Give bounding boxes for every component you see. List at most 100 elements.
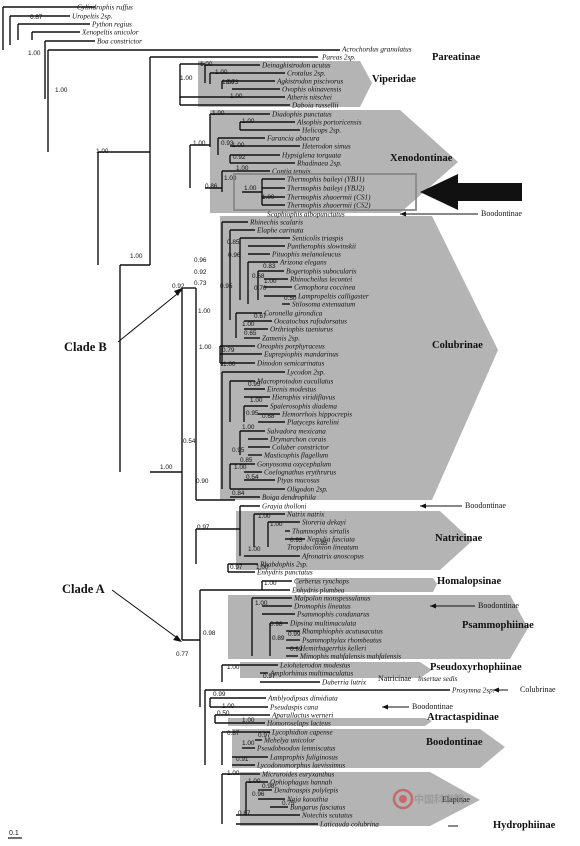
subfamily-labels: PareatinaeViperidaeXenodontinaeColubrina… bbox=[372, 52, 556, 831]
support-value: 0.89 bbox=[272, 635, 285, 642]
support-value: 0.99 bbox=[213, 691, 226, 698]
clade-a-arrowhead bbox=[173, 635, 182, 642]
support-value: 0.87 bbox=[30, 14, 43, 21]
taxon-label: Amblyodipsas dimidiata bbox=[267, 695, 338, 703]
support-value: 1.00 bbox=[180, 75, 193, 82]
support-value: 0.73 bbox=[226, 79, 239, 86]
taxon-label: Cylindrophis ruffus bbox=[77, 4, 133, 12]
support-value: 0.96 bbox=[194, 257, 207, 264]
taxon-label: Hypsiglena torquata bbox=[281, 152, 341, 160]
support-value: 0.87 bbox=[227, 730, 240, 737]
annotation-arrow-head bbox=[493, 687, 499, 693]
support-value: 1.00 bbox=[256, 564, 269, 571]
subfamily-shade-8 bbox=[232, 729, 505, 768]
taxon-label: Hemirhagerrhis kelleri bbox=[299, 645, 366, 653]
support-value: 1.00 bbox=[258, 513, 271, 520]
support-value: 0.77 bbox=[176, 651, 189, 658]
taxon-label: Zamenis 2sp. bbox=[262, 335, 300, 343]
subfamily-shade-1 bbox=[210, 110, 458, 213]
taxon-label: Nerodia fasciata bbox=[306, 536, 355, 544]
support-value: 0.83 bbox=[263, 263, 276, 270]
clade-b-arrow bbox=[117, 289, 183, 343]
taxon-label: Drymarchon corais bbox=[269, 436, 326, 444]
taxon-label: Coelognathus erythrurus bbox=[264, 469, 336, 477]
taxon-label: Oligodon 2sp. bbox=[287, 486, 328, 494]
clade-label: Clade A bbox=[62, 582, 105, 596]
support-value: 0.99 bbox=[290, 646, 303, 653]
clade-b-arrowhead bbox=[174, 288, 182, 296]
subfamily-label: Pseudoxyrhophiinae bbox=[430, 662, 522, 673]
subfamily-label: Viperidae bbox=[372, 74, 416, 85]
watermark-logo-icon bbox=[392, 788, 414, 810]
taxon-label: Enhydris punctatus bbox=[256, 569, 313, 577]
annotation-label: Boodontinae bbox=[465, 501, 506, 510]
subfamily-shade-3 bbox=[236, 511, 472, 570]
support-value: 1.00 bbox=[242, 740, 255, 747]
subfamily-shade-4 bbox=[296, 578, 437, 592]
thermophis-pointer-arrow bbox=[420, 174, 522, 210]
support-value: 0.97 bbox=[197, 524, 210, 531]
support-value: 0.73 bbox=[194, 280, 207, 287]
support-value: 0.92 bbox=[233, 154, 246, 161]
support-value: 1.00 bbox=[242, 118, 255, 125]
support-value: 0.98 bbox=[270, 621, 283, 628]
support-value: 1.00 bbox=[55, 87, 68, 94]
support-value: 0.75 bbox=[282, 800, 295, 807]
taxon-label: Lampropeltis calligaster bbox=[297, 293, 369, 301]
support-value: 0.70 bbox=[254, 285, 267, 292]
annotation-label: Boodontinae bbox=[478, 601, 519, 610]
subfamily-shading bbox=[198, 61, 528, 826]
support-value: 0.85 bbox=[240, 457, 253, 464]
taxon-label: Pseudoboodon lemniscatus bbox=[256, 745, 336, 753]
watermark-text: 中国科学院 bbox=[414, 793, 464, 806]
support-value: 0.87 bbox=[238, 810, 251, 817]
taxon-label: Psammophis condanarus bbox=[296, 611, 370, 619]
support-value: 1.00 bbox=[199, 344, 212, 351]
support-value: 1.00 bbox=[250, 397, 263, 404]
support-value: 0.97 bbox=[230, 564, 243, 571]
taxon-label: Laticauda colubrina bbox=[319, 821, 379, 829]
taxon-label: Atheris nitschei bbox=[286, 94, 332, 102]
taxon-label: Ophiophagus hannah bbox=[270, 779, 333, 787]
taxon-label: Uropeltis 2sp. bbox=[72, 13, 113, 21]
support-value: 0.95 bbox=[248, 381, 261, 388]
support-value: 1.00 bbox=[227, 770, 240, 777]
support-value: 1.00 bbox=[244, 185, 257, 192]
taxon-label: Afronatrix anoscopus bbox=[301, 553, 364, 561]
annotation-label: Natricinae bbox=[378, 674, 412, 683]
annotation-label: Boodontinae bbox=[481, 209, 522, 218]
watermark-logo-dot bbox=[399, 795, 407, 803]
taxon-label: Spalerosophis diadema bbox=[270, 403, 337, 411]
support-value: 1.00 bbox=[212, 110, 225, 117]
taxon-label: Coronella girondica bbox=[264, 310, 323, 318]
taxon-label: Dinodon semicarinatus bbox=[256, 360, 324, 368]
support-value: 1.00 bbox=[242, 424, 255, 431]
subfamily-label: Boodontinae bbox=[426, 737, 483, 748]
support-value: 0.54 bbox=[246, 474, 259, 481]
subfamily-label: Natricinae bbox=[435, 533, 483, 544]
taxon-label: Pareas 2sp. bbox=[321, 54, 356, 62]
scale-bar-label: 0.1 bbox=[9, 830, 19, 837]
support-value: 1.00 bbox=[236, 165, 249, 172]
taxon-label: Bogertophis subocularis bbox=[286, 268, 357, 276]
taxon-label: Ovophis okinavensis bbox=[282, 86, 341, 94]
annotation-labels: BoodontinaeBoodontinaeBoodontinaeNatrici… bbox=[378, 209, 556, 827]
taxon-label: Farancia abacura bbox=[266, 135, 320, 143]
support-value: 0.79 bbox=[222, 347, 235, 354]
taxon-label: Amplorhinus multimaculatus bbox=[269, 670, 353, 678]
support-value: 1.00 bbox=[200, 61, 213, 68]
taxon-label: Agkistrodon piscivorus bbox=[276, 78, 343, 86]
taxon-label: Masticophis flagellum bbox=[263, 452, 328, 460]
support-value: 1.00 bbox=[242, 717, 255, 724]
taxon-label: Lycodon 2sp. bbox=[286, 369, 325, 377]
subfamily-shade-7 bbox=[228, 718, 432, 726]
support-value: 1.00 bbox=[28, 50, 41, 57]
taxon-label: Rhadinaea 2sp. bbox=[296, 160, 342, 168]
taxon-label: Orthriophis taeniurus bbox=[270, 326, 333, 334]
taxon-label: Boa constrictor bbox=[97, 38, 142, 46]
subfamily-label: Psammophiinae bbox=[462, 620, 534, 631]
support-value: 0.99 bbox=[288, 631, 301, 638]
subfamily-shade-6 bbox=[240, 662, 432, 678]
support-value: 0.65 bbox=[244, 330, 257, 337]
